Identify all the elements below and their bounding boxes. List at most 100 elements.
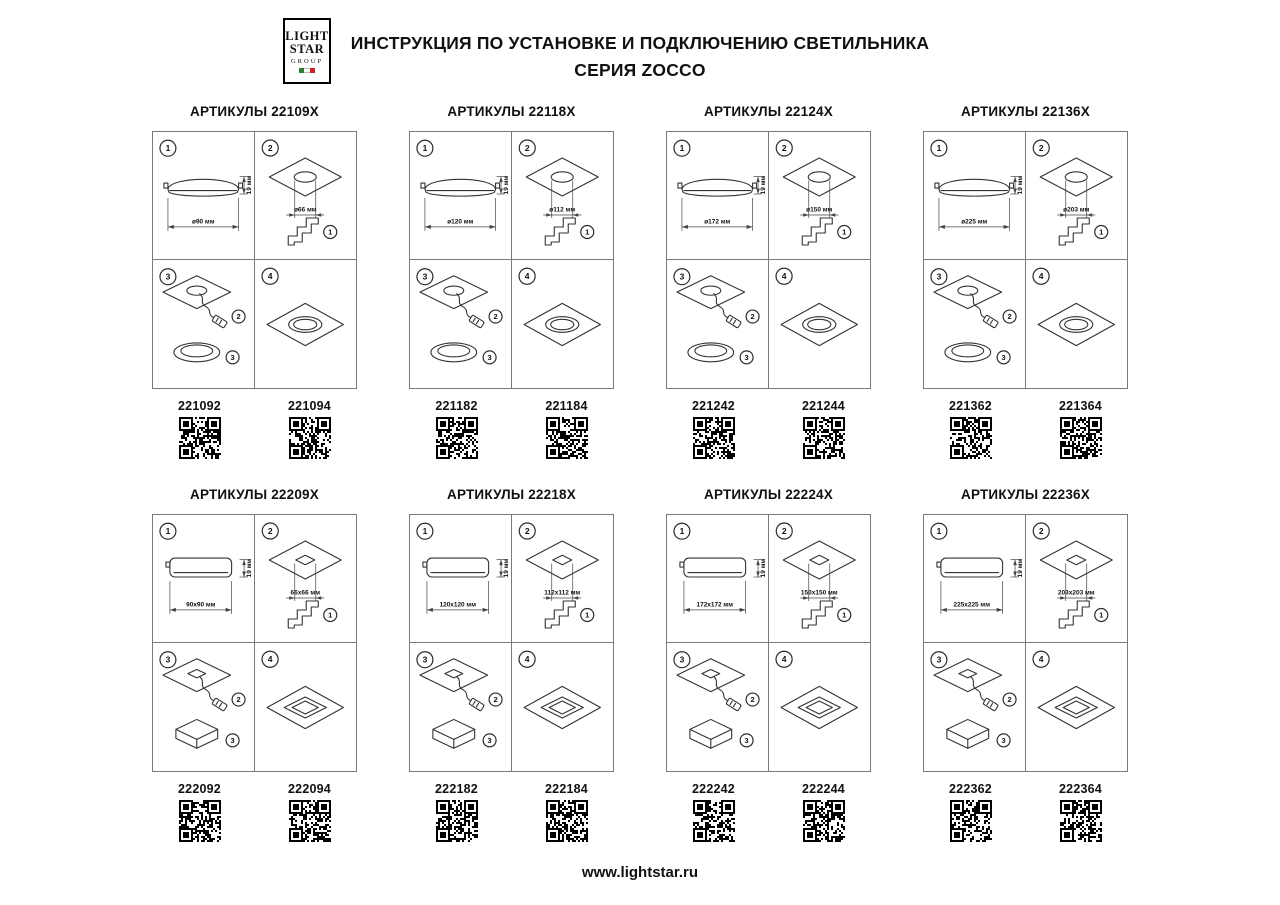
wiring-diagram	[162, 275, 232, 329]
step-2-drawing: 2 112x112 мм 1	[518, 522, 599, 629]
spring-clip-icon	[287, 217, 319, 246]
step-2-drawing: 2 ø66 мм 1	[261, 139, 342, 246]
hole-dimension-label: 66x66 мм	[290, 590, 320, 597]
step-number: 1	[842, 611, 846, 620]
step-number: 1	[842, 228, 846, 237]
step-cell-2: 2 ø112 мм 1	[511, 132, 613, 260]
step-number: 3	[423, 272, 428, 282]
step-number-badge: 2	[1002, 309, 1017, 324]
step-cell-4: 4	[255, 260, 357, 388]
step-number: 2	[1038, 143, 1043, 153]
step-3-drawing: 3 2 3	[416, 651, 503, 749]
dimension-label: 90x90 мм	[186, 601, 216, 608]
dimension-label: 172x172 мм	[697, 601, 734, 608]
article-code-item: 221364	[1045, 399, 1117, 459]
step-number-badge: 3	[739, 350, 754, 365]
dimension-label: ø90 мм	[192, 218, 215, 225]
step-2-drawing: 2 ø150 мм 1	[775, 139, 856, 246]
step-4-drawing: 4	[1031, 650, 1115, 730]
step-number: 3	[231, 353, 235, 362]
qr-code	[692, 417, 735, 459]
step-2-drawing: 2 203x203 мм 1	[1032, 522, 1113, 629]
spring-clip-icon	[1058, 217, 1090, 246]
fixture-underside-view	[689, 718, 733, 749]
step-number-badge: 2	[775, 139, 793, 157]
step-number: 2	[750, 695, 754, 704]
wire-connector-icon	[468, 314, 485, 329]
spring-clip-icon	[544, 600, 576, 629]
article-code-item: 221092	[164, 399, 236, 459]
step-number: 3	[488, 353, 492, 362]
lightstar-logo: LIGHT STAR GROUP	[283, 18, 331, 84]
article-code: 221092	[178, 399, 221, 413]
hole-dimension-label: 203x203 мм	[1057, 590, 1094, 597]
panel-heading: АРТИКУЛЫ 22224X	[704, 487, 833, 502]
step-number: 4	[1038, 654, 1043, 664]
step-3-drawing: 3 2 3	[673, 268, 760, 365]
step-number-badge: 1	[159, 139, 177, 157]
step-3-drawing: 3 2 3	[930, 651, 1017, 749]
step-number-badge: 2	[518, 522, 536, 540]
article-code: 222184	[545, 782, 588, 796]
step-number-badge: 3	[996, 350, 1011, 365]
step-2-drawing: 2 150x150 мм 1	[775, 522, 856, 629]
step-3-drawing: 3 2 3	[673, 651, 760, 749]
hole-dimension-label: ø112 мм	[549, 207, 575, 214]
wire-connector-icon	[211, 697, 228, 712]
step-3-drawing: 3 2 3	[416, 268, 503, 365]
step-number-badge: 1	[836, 607, 851, 623]
step-cell-4: 4	[769, 643, 871, 771]
step-cell-3: 3 2 3	[153, 643, 255, 771]
step-number: 2	[267, 143, 272, 153]
step-number: 3	[745, 353, 749, 362]
qr-code	[1059, 800, 1102, 842]
step-number-badge: 2	[488, 309, 503, 324]
step-cell-4: 4	[1026, 260, 1128, 388]
qr-code	[1059, 417, 1102, 459]
article-codes: 222092 222094	[152, 782, 357, 842]
article-code: 222244	[802, 782, 845, 796]
article-code: 221362	[949, 399, 992, 413]
article-code: 221182	[435, 399, 478, 413]
wiring-diagram	[676, 275, 746, 329]
step-number-badge: 3	[482, 350, 497, 365]
step-cell-2: 2 ø66 мм 1	[254, 132, 356, 260]
step-number: 3	[231, 736, 235, 745]
height-dimension-label: 19 мм	[246, 559, 253, 578]
step-number: 4	[524, 271, 529, 281]
step-number-badge: 1	[416, 139, 434, 157]
step-cell-3: 3 2 3	[924, 260, 1026, 388]
step-cell-4: 4	[512, 260, 614, 388]
fixture-underside-view	[175, 718, 219, 749]
step-number-badge: 1	[416, 522, 434, 540]
step-cell-2: 2 112x112 мм 1	[511, 515, 613, 643]
article-code: 221244	[802, 399, 845, 413]
step-cell-3: 3 2 3	[667, 643, 769, 771]
square-fixture-side-view	[422, 557, 490, 578]
step-number-badge: 2	[1032, 139, 1050, 157]
qr-code	[435, 800, 478, 842]
installed-view	[1037, 302, 1115, 347]
step-number: 1	[166, 143, 171, 153]
page-title: ИНСТРУКЦИЯ ПО УСТАНОВКЕ И ПОДКЛЮЧЕНИЮ СВ…	[0, 0, 1280, 84]
qr-code	[288, 800, 331, 842]
step-cell-3: 3 2 3	[667, 260, 769, 388]
step-number: 3	[745, 736, 749, 745]
logo-text-star: STAR	[289, 41, 325, 56]
article-codes: 221092 221094	[152, 399, 357, 459]
panel-heading: АРТИКУЛЫ 22218X	[447, 487, 576, 502]
